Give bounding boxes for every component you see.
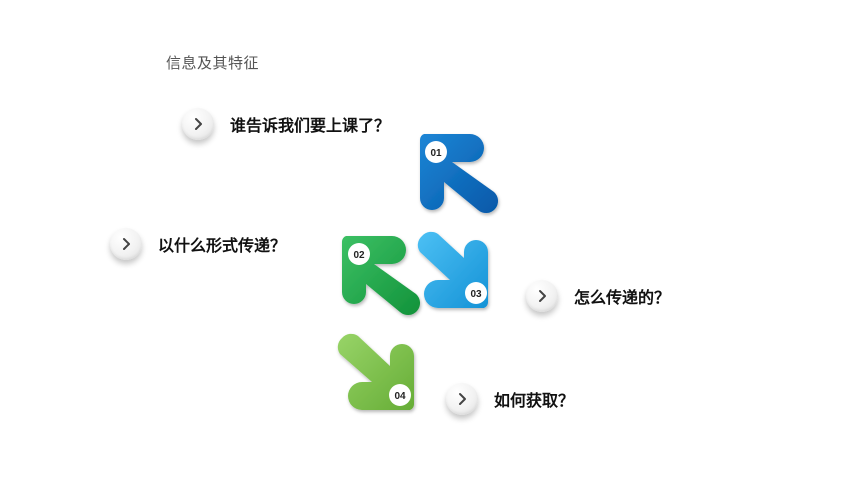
step-03-badge: 03 [465,282,487,304]
step-04-badge: 04 [389,384,411,406]
question-4-text: 如何获取？ [494,391,575,410]
step-01-number: 01 [430,148,442,159]
step-02-number: 02 [353,250,365,261]
question-item-2: 以什么形式传递？ [110,228,286,260]
chevron-right-icon [123,238,130,250]
slide-title: 信息及其特征 [166,54,260,72]
question-2-button[interactable] [110,228,142,260]
question-1-text: 谁告诉我们要上课了？ [230,116,391,135]
question-1-button[interactable] [182,108,214,140]
chevron-right-icon [539,290,546,302]
question-item-4: 如何获取？ [446,383,574,415]
step-04-number: 04 [394,391,406,402]
step-03-number: 03 [470,289,482,300]
question-item-3: 怎么传递的？ [526,280,670,312]
question-3-text: 怎么传递的？ [574,288,671,307]
chevron-right-icon [459,393,466,405]
question-2-text: 以什么形式传递？ [158,236,287,255]
question-3-button[interactable] [526,280,558,312]
question-4-button[interactable] [446,383,478,415]
step-02-badge: 02 [348,243,370,265]
chevron-right-icon [195,118,202,130]
step-01-badge: 01 [425,141,447,163]
question-item-1: 谁告诉我们要上课了？ [182,108,390,140]
